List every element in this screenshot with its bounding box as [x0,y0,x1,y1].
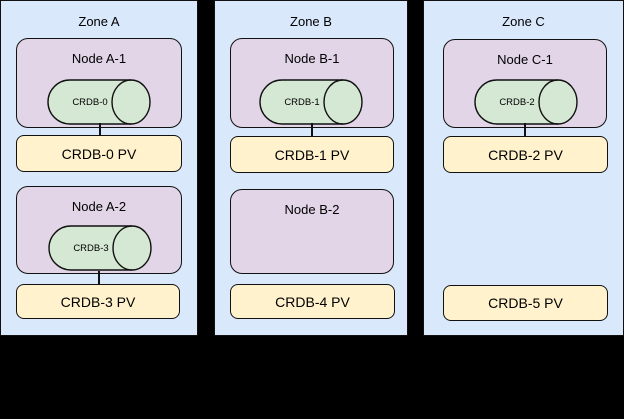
crdb-0-pod-cylinder-icon: CRDB-0 [47,79,152,125]
node-b-1: Node B-1 CRDB-1 [230,38,394,128]
zone-a: Zone A Node A-1 CRDB-0 CRDB-0 PV Node A-… [0,0,198,336]
node-c-1-label: Node C-1 [497,52,553,67]
crdb-3-pod-label: CRDB-3 [73,242,109,254]
pv-crdb-5-label: CRDB-5 PV [488,295,563,311]
pv-crdb-3-label: CRDB-3 PV [60,293,136,310]
node-c-1: Node C-1 CRDB-2 [443,39,607,128]
crdb-1-pod-cylinder-icon: CRDB-1 [259,79,364,125]
node-a-2-label: Node A-2 [71,199,127,214]
node-b-1-label: Node B-1 [284,51,340,66]
pv-crdb-2: CRDB-2 PV [443,136,608,173]
zone-c: Zone C Node C-1 CRDB-2 CRDB-2 PV CRDB-5 … [423,0,624,336]
pv-crdb-1-label: CRDB-1 PV [274,146,350,163]
pv-crdb-2-label: CRDB-2 PV [488,146,563,163]
zone-b: Zone B Node B-1 CRDB-1 CRDB-1 PV Node B-… [214,0,408,336]
node-b-2: Node B-2 [230,189,394,274]
crdb-3-pod-cylinder-icon: CRDB-3 [48,225,153,271]
node-b-2-label: Node B-2 [284,202,340,217]
pv-crdb-0: CRDB-0 PV [16,135,182,172]
node-a-1: Node A-1 CRDB-0 [16,38,182,128]
node-a-2: Node A-2 CRDB-3 [16,186,182,274]
pv-crdb-4: CRDB-4 PV [230,284,395,319]
connector-a1-to-pv [99,123,101,136]
crdb-1-pod-label: CRDB-1 [284,96,320,108]
pv-crdb-5: CRDB-5 PV [443,285,608,321]
crdb-2-pod-label: CRDB-2 [499,96,535,108]
crdb-2-pod-cylinder-icon: CRDB-2 [474,79,579,125]
pv-crdb-1: CRDB-1 PV [230,136,394,173]
pv-crdb-0-label: CRDB-0 PV [61,145,137,162]
connector-b1-to-pv [311,123,313,137]
connector-c1-to-pv [524,123,526,137]
pv-crdb-4-label: CRDB-4 PV [275,293,350,310]
pv-crdb-3: CRDB-3 PV [16,284,180,319]
crdb-0-pod-label: CRDB-0 [72,96,108,108]
zone-c-label: Zone C [502,14,545,29]
node-a-1-label: Node A-1 [71,51,127,66]
connector-a2-to-pv [98,271,100,285]
zone-b-label: Zone B [290,14,332,29]
zone-a-label: Zone A [78,14,120,29]
